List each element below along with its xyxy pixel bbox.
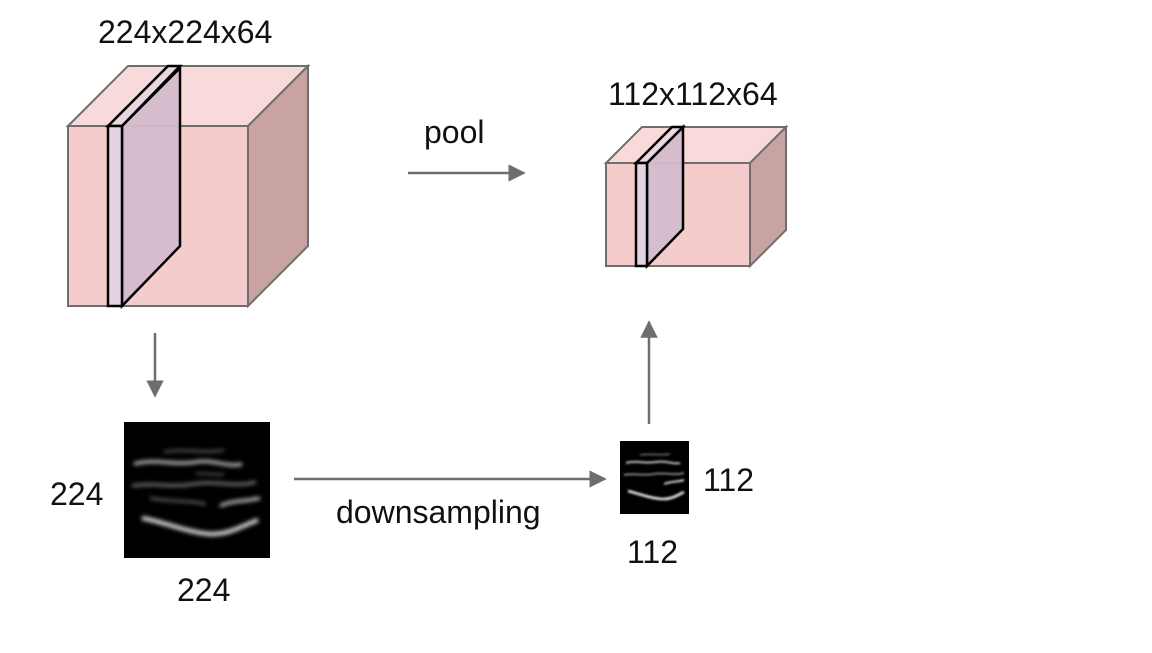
output-volume-label: 112x112x64 <box>608 76 778 112</box>
input-slice-front <box>106 124 124 308</box>
output-slice-front <box>634 161 649 268</box>
small-map-width-label: 112 <box>627 534 679 570</box>
downsampling-label: downsampling <box>336 494 541 530</box>
input-volume-cube <box>65 63 311 310</box>
output-feature-map-texture <box>623 453 685 501</box>
input-feature-map-texture <box>131 449 261 537</box>
input-feature-map <box>124 422 270 558</box>
pool-label: pool <box>424 114 485 150</box>
output-feature-map <box>620 441 689 514</box>
input-volume-label: 224x224x64 <box>98 14 273 50</box>
small-map-height-label: 112 <box>703 462 755 498</box>
big-map-height-label: 224 <box>50 476 104 512</box>
big-map-width-label: 224 <box>177 572 231 608</box>
output-volume-cube <box>603 123 789 270</box>
